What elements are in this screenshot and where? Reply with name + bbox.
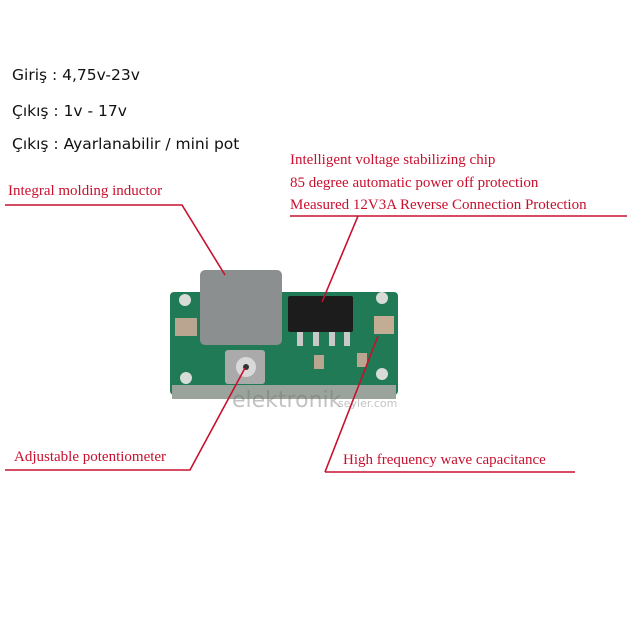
inductor xyxy=(200,270,282,345)
leader-lines xyxy=(5,204,627,473)
spec-output: Çıkış : 1v - 17v xyxy=(12,102,127,120)
label-inductor: Integral molding inductor xyxy=(8,183,163,199)
label-chip-1: Intelligent voltage stabilizing chip xyxy=(290,152,496,168)
chip xyxy=(288,296,353,332)
label-chip-2: 85 degree automatic power off protection xyxy=(290,175,539,191)
spec-adjust: Çıkış : Ayarlanabilir / mini pot xyxy=(12,135,240,153)
label-chip-3: Measured 12V3A Reverse Connection Protec… xyxy=(290,197,587,213)
watermark-logo: elektronik xyxy=(232,388,342,413)
label-capacitance: High frequency wave capacitance xyxy=(343,452,546,468)
spec-input: Giriş : 4,75v-23v xyxy=(12,66,140,84)
label-potentiometer: Adjustable potentiometer xyxy=(14,449,167,465)
watermark-url: seyler.com xyxy=(338,397,398,410)
